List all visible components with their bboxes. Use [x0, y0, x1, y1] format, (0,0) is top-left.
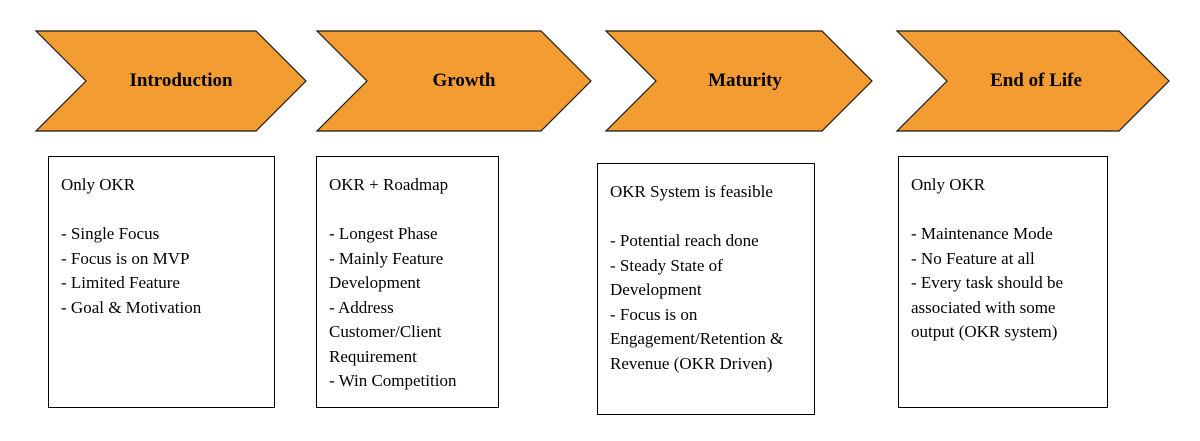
box-title: Only OKR — [61, 175, 136, 194]
chevron-shape — [895, 30, 1170, 132]
box-title: OKR System is feasible — [610, 182, 773, 201]
stage-box-end-of-life: Only OKR - Maintenance Mode - No Feature… — [898, 156, 1108, 408]
list-item: - Mainly Feature Development — [329, 248, 444, 293]
stage-label: Maturity — [708, 70, 782, 91]
list-item: - No Feature at all — [911, 248, 1035, 268]
chevron-maturity: Maturity — [604, 30, 873, 132]
bullet-list: - Single Focus - Focus is on MVP - Limit… — [61, 222, 264, 320]
bullet-list: - Longest Phase - Mainly Feature Develop… — [329, 222, 488, 394]
chevron-shape — [34, 30, 307, 132]
list-item: - Potential reach done — [610, 231, 759, 250]
bullet-list: - Potential reach done - Steady State of… — [610, 229, 804, 376]
chevron-growth: Growth — [315, 30, 592, 132]
list-item: - Win Competition — [329, 371, 457, 390]
list-item: - Maintenance Mode — [911, 224, 1053, 243]
list-item: - Single Focus — [61, 224, 160, 243]
chevron-end-of-life: End of Life — [895, 30, 1170, 132]
list-item: - Steady State of Development — [610, 255, 723, 300]
stage-label: End of Life — [990, 70, 1082, 91]
list-item: - Every task should be associated with s… — [911, 273, 1064, 341]
stage-box-maturity: OKR System is feasible - Potential reach… — [597, 163, 815, 415]
list-item: - Focus is on MVP — [61, 248, 190, 268]
stage-box-introduction: Only OKR - Single Focus - Focus is on MV… — [48, 156, 275, 408]
list-item: - Address Customer/Client Requirement — [329, 297, 442, 366]
box-title: Only OKR — [911, 175, 986, 194]
chevron-shape — [604, 30, 873, 132]
stage-label: Growth — [432, 70, 496, 91]
stage-label: Introduction — [129, 70, 233, 91]
list-item: - Limited Feature — [61, 273, 180, 292]
bullet-list: - Maintenance Mode - No Feature at all -… — [911, 222, 1097, 345]
stage-box-growth: OKR + Roadmap - Longest Phase - Mainly F… — [316, 156, 499, 408]
box-title: OKR + Roadmap — [329, 175, 449, 194]
chevron-introduction: Introduction — [34, 30, 307, 132]
list-item: - Longest Phase — [329, 224, 438, 243]
list-item: - Goal & Motivation — [61, 297, 202, 317]
list-item: - Focus is on Engagement/Retention & Rev… — [610, 304, 784, 373]
chevron-shape — [315, 30, 592, 132]
